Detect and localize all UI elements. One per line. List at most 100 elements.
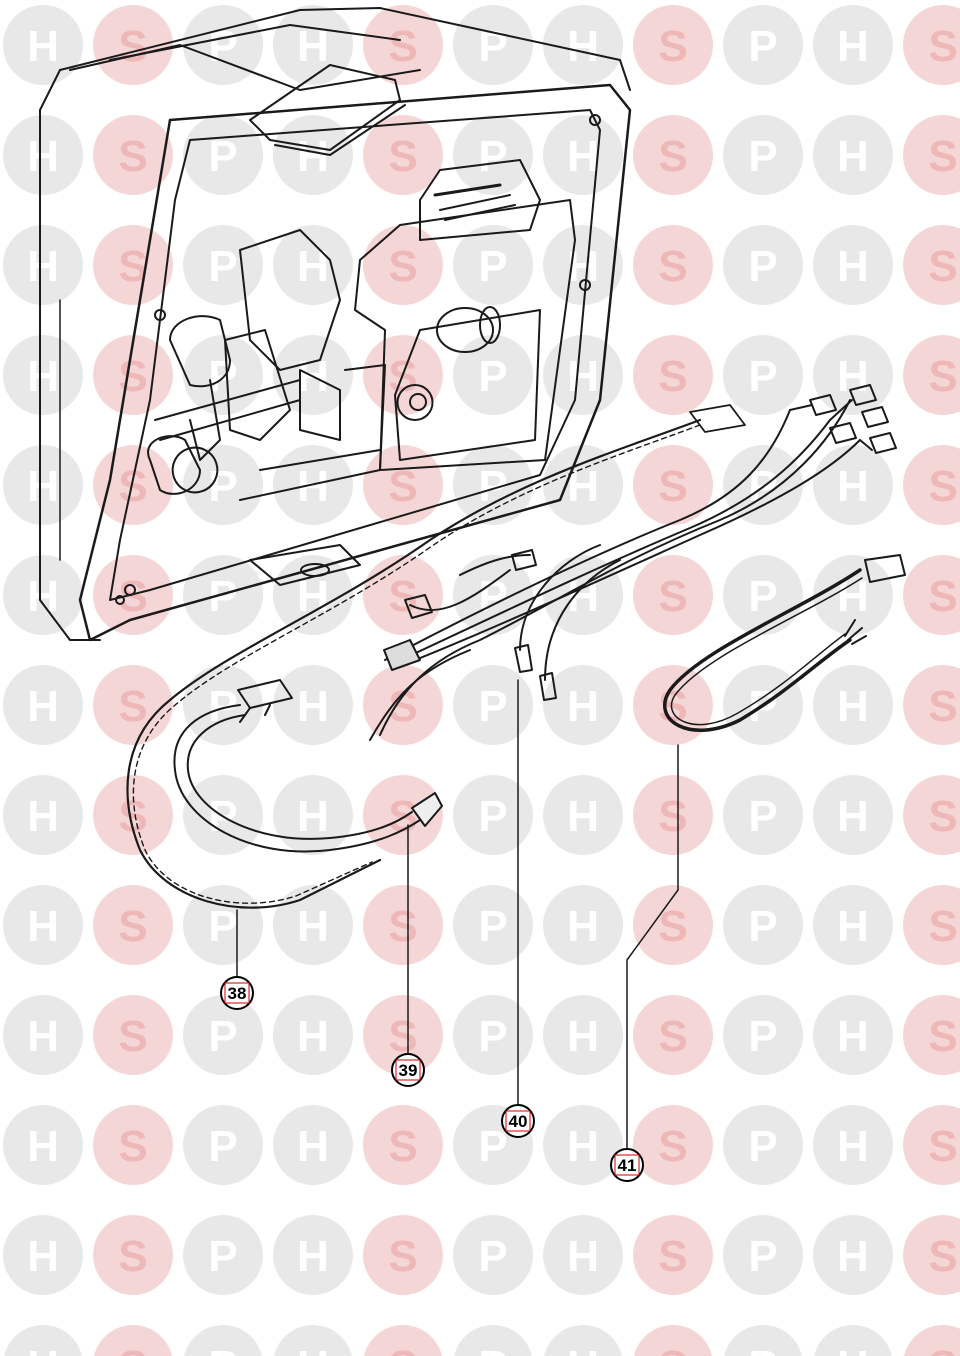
watermark-letter: S <box>388 22 417 71</box>
watermark-letter: S <box>928 352 957 401</box>
watermark-circle <box>273 1215 353 1295</box>
watermark-badge: H <box>3 885 83 965</box>
watermark-badge: H <box>543 225 623 305</box>
watermark-circle <box>903 885 960 965</box>
watermark-badge: P <box>723 775 803 855</box>
watermark-badge: H <box>813 555 893 635</box>
watermark-letter: P <box>478 1342 507 1356</box>
watermark-badge: H <box>3 445 83 525</box>
watermark-badge: H <box>813 885 893 965</box>
watermark-badge: P <box>724 1325 802 1356</box>
watermark-circle <box>543 5 623 85</box>
watermark-circle <box>723 335 803 415</box>
watermark-circle <box>273 225 353 305</box>
connector-lead <box>663 554 906 732</box>
watermark-circle <box>813 665 893 745</box>
watermark-circle <box>543 885 623 965</box>
watermark-letter: S <box>388 572 417 621</box>
watermark-badge: P <box>723 5 803 85</box>
watermark-circle <box>453 775 533 855</box>
watermark-letter: S <box>658 792 687 841</box>
watermark-circle <box>363 885 443 965</box>
watermark-letter: H <box>27 132 59 181</box>
watermark-circle <box>3 115 83 195</box>
watermark-badge: P <box>183 665 263 745</box>
watermark-circle <box>273 665 353 745</box>
watermark-letter: P <box>208 902 237 951</box>
watermark-badge: H <box>543 775 623 855</box>
watermark-letter: S <box>658 352 687 401</box>
watermark-circle <box>454 1325 532 1356</box>
watermark-circle <box>633 115 713 195</box>
front-panel-frame <box>78 83 632 642</box>
watermark-letter: H <box>567 22 599 71</box>
watermark-letter: H <box>297 682 329 731</box>
watermark-badge: H <box>543 1215 623 1295</box>
watermark-badge: S <box>93 1215 173 1295</box>
watermark-badge: P <box>723 1215 803 1295</box>
watermark-letter: H <box>297 242 329 291</box>
callout-circle <box>610 1148 644 1182</box>
watermark-circle <box>274 1325 352 1356</box>
watermark-badge: S <box>903 995 960 1075</box>
watermark-badge: S <box>633 445 713 525</box>
watermark-letter: P <box>478 1232 507 1281</box>
watermark-badge: P <box>453 335 533 415</box>
watermark-badge: H <box>273 1215 353 1295</box>
watermark-circle <box>273 115 353 195</box>
watermark-letter: H <box>297 1012 329 1061</box>
watermark-circle <box>723 995 803 1075</box>
callout-39: 39 <box>391 1053 425 1087</box>
callout-accent-box <box>505 1110 531 1132</box>
watermark-circle <box>543 775 623 855</box>
watermark-badge: S <box>904 1325 960 1356</box>
watermark-circle <box>634 1325 712 1356</box>
watermark-letter: P <box>748 1012 777 1061</box>
watermark-badge: S <box>903 885 960 965</box>
callout-number: 39 <box>399 1061 418 1080</box>
watermark-circle <box>633 5 713 85</box>
watermark-badge: P <box>454 1325 532 1356</box>
boiler-casing <box>39 7 631 641</box>
watermark-badge: H <box>3 665 83 745</box>
leader-lines <box>236 679 679 1151</box>
watermark-badge: H <box>3 5 83 85</box>
watermark-letter: P <box>478 242 507 291</box>
watermark-badge: H <box>813 775 893 855</box>
watermark-badge: S <box>363 115 443 195</box>
watermark-circle <box>453 225 533 305</box>
watermark-badge: H <box>543 115 623 195</box>
watermark-badge: H <box>273 775 353 855</box>
watermark-letter: P <box>748 1342 777 1356</box>
watermark-circle <box>363 5 443 85</box>
watermark-circle <box>183 995 263 1075</box>
watermark-circle <box>183 115 263 195</box>
watermark-badge: H <box>273 1105 353 1185</box>
watermark-letter: H <box>567 792 599 841</box>
watermark-letter: S <box>118 1122 147 1171</box>
watermark-badge: S <box>364 1325 442 1356</box>
watermark-circle <box>723 775 803 855</box>
watermark-badge: H <box>543 665 623 745</box>
watermark-letter: S <box>388 1122 417 1171</box>
watermark-circle <box>813 445 893 525</box>
watermark-letter: S <box>928 1012 957 1061</box>
watermark-badge: S <box>363 775 443 855</box>
watermark-letter: H <box>297 1122 329 1171</box>
watermark-circle <box>363 225 443 305</box>
watermark-circle <box>363 995 443 1075</box>
watermark-letter: S <box>388 1342 417 1356</box>
watermark-letter: S <box>658 132 687 181</box>
watermark-letter: S <box>388 792 417 841</box>
watermark-badge: H <box>543 1105 623 1185</box>
watermark-badge: S <box>633 885 713 965</box>
watermark-letter: H <box>837 902 869 951</box>
watermark-badge: H <box>813 225 893 305</box>
watermark-letter: H <box>837 1012 869 1061</box>
watermark-circle <box>363 1215 443 1295</box>
internal-components <box>147 159 576 501</box>
watermark-badge: P <box>183 115 263 195</box>
callout-accent-box <box>614 1154 640 1176</box>
watermark-letter: H <box>27 1012 59 1061</box>
watermark-letter: H <box>27 462 59 511</box>
